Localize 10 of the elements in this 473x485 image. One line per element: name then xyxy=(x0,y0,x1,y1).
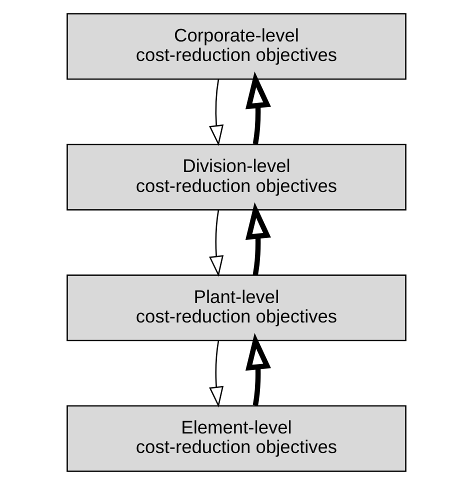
arrow xyxy=(209,79,224,146)
arrow xyxy=(209,210,224,277)
node-box: Plant-level cost-reduction objectives xyxy=(66,274,406,342)
arrow xyxy=(209,340,224,408)
node-box: Division-level cost-reduction objectives xyxy=(66,144,406,210)
arrow xyxy=(245,72,271,145)
node-box: Element-level cost-reduction objectives xyxy=(66,405,406,472)
node-box: Corporate-level cost-reduction objectives xyxy=(66,13,406,80)
arrow xyxy=(245,202,271,276)
arrow xyxy=(245,332,271,406)
